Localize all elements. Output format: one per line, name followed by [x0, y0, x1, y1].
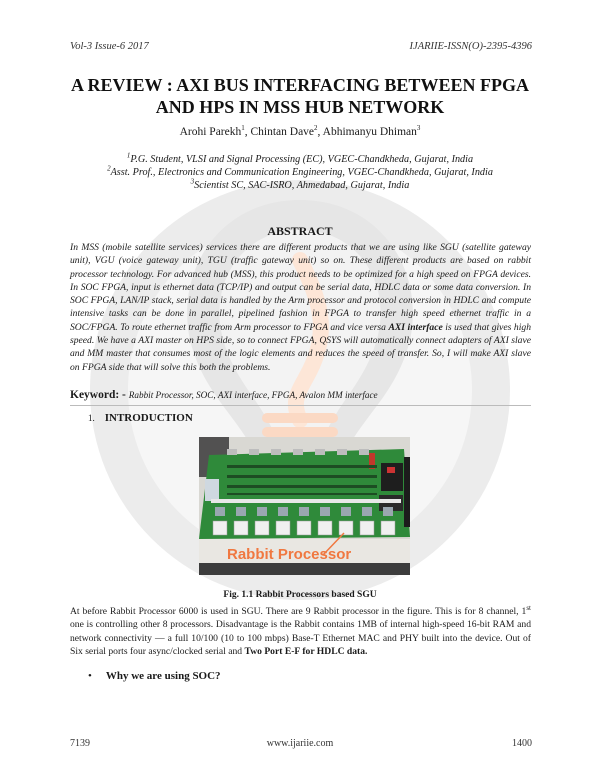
- paper-title: A REVIEW : AXI BUS INTERFACING BETWEEN F…: [0, 74, 600, 118]
- keywords: Keyword: - Rabbit Processor, SOC, AXI in…: [70, 389, 378, 401]
- body-paragraph: At before Rabbit Processor 6000 is used …: [70, 603, 531, 657]
- paper-id: 7139: [70, 738, 90, 749]
- affiliations: 1P.G. Student, VLSI and Signal Processin…: [0, 151, 600, 192]
- journal-volume: Vol-3 Issue-6 2017: [70, 41, 149, 52]
- section-number: 1.: [88, 413, 95, 423]
- abstract-bold-term: AXI interface: [388, 321, 443, 333]
- body-bold-phrase: Two Port E-F for HDLC data.: [244, 645, 368, 657]
- section-divider: [70, 405, 531, 406]
- section-heading-introduction: 1. INTRODUCTION: [88, 412, 193, 424]
- author-name: Abhimanyu Dhiman: [322, 126, 417, 138]
- ethernet-ports: [212, 520, 396, 536]
- keywords-text: Rabbit Processor, SOC, AXI interface, FP…: [128, 390, 378, 400]
- figure-caption: Fig. 1.1 Rabbit Processors based SGU: [223, 590, 377, 600]
- bullet-heading: • Why we are using SOC?: [88, 670, 221, 682]
- bullet-icon: •: [88, 670, 92, 682]
- author-list: Arohi Parekh1, Chintan Dave2, Abhimanyu …: [179, 124, 421, 138]
- affiliation-2: 2Asst. Prof., Electronics and Communicat…: [107, 164, 493, 178]
- figure-overlay-label: Rabbit Processor: [227, 546, 351, 563]
- author-name: Arohi Parekh: [179, 126, 242, 138]
- keywords-label: Keyword: -: [70, 389, 129, 401]
- journal-issn: IJARIIE-ISSN(O)-2395-4396: [409, 41, 532, 52]
- title-line-2: AND HPS IN MSS HUB NETWORK: [155, 97, 445, 117]
- bullet-text: Why we are using SOC?: [105, 670, 221, 682]
- journal-website-link[interactable]: www.ijariie.com: [266, 738, 334, 749]
- section-title: INTRODUCTION: [104, 412, 193, 424]
- figure-rabbit-processor-board: Rabbit Processor: [199, 437, 410, 575]
- affiliation-3: 3Scientist SC, SAC-ISRO, Ahmedabad, Guja…: [190, 177, 410, 191]
- abstract-body: In MSS (mobile satellite services) servi…: [70, 242, 531, 373]
- affiliation-1: 1P.G. Student, VLSI and Signal Processin…: [126, 151, 474, 165]
- title-line-1: A REVIEW : AXI BUS INTERFACING BETWEEN F…: [71, 75, 529, 95]
- pcb-photo-icon: Rabbit Processor: [199, 437, 410, 575]
- page-number: 1400: [512, 738, 532, 749]
- abstract-heading: ABSTRACT: [267, 224, 333, 238]
- author-name: Chintan Dave: [250, 126, 315, 138]
